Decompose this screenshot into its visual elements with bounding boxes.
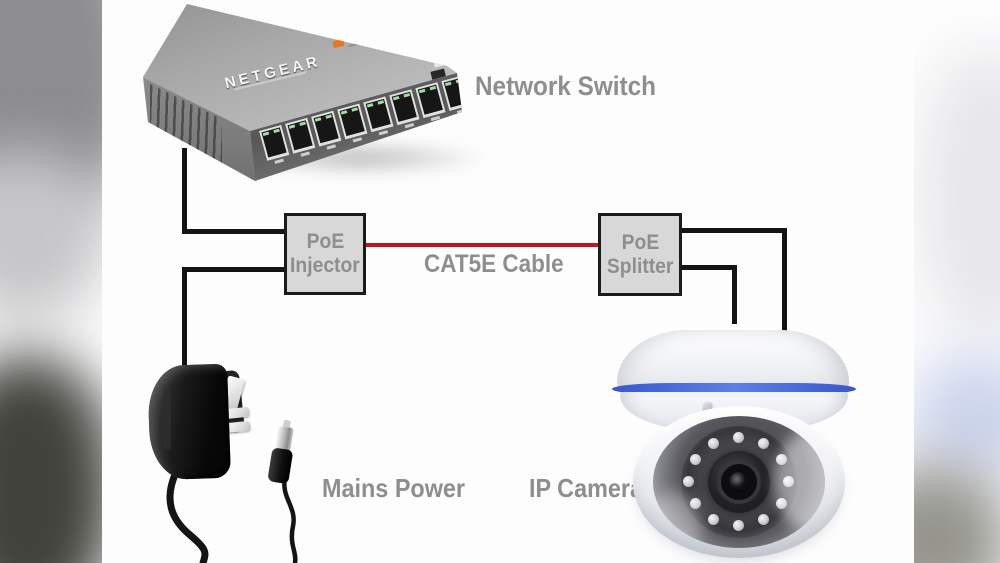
glass-reflection-right xyxy=(775,432,825,530)
blur-blob xyxy=(920,50,1000,340)
camera-lens-pupil xyxy=(729,472,749,492)
blurred-edge-right xyxy=(914,0,1000,563)
poe-injector-box: PoE Injector xyxy=(284,213,366,295)
cable-splitter-to-camera-horizontal-1 xyxy=(672,228,787,233)
cable-switch-to-injector-vertical xyxy=(182,148,187,234)
cable-switch-to-injector-horizontal xyxy=(182,229,292,234)
dc-connector-body xyxy=(267,447,294,485)
ir-led xyxy=(708,514,719,525)
cat5e-cable-label: CAT5E Cable xyxy=(424,250,564,278)
ir-led xyxy=(683,476,694,487)
ir-led xyxy=(708,438,719,449)
dc-cable xyxy=(282,475,298,563)
poe-splitter-label-line2: Splitter xyxy=(606,254,674,278)
network-switch-device: NETGEAR xyxy=(105,0,490,205)
ir-led xyxy=(758,438,769,449)
camera-dome-glass xyxy=(653,416,825,548)
plug-body xyxy=(147,363,231,481)
glass-reflection-left xyxy=(653,492,703,548)
poe-injector-label-line1: PoE xyxy=(306,230,344,254)
plug-ridge xyxy=(163,390,171,450)
plug-cable xyxy=(166,464,209,563)
poe-splitter-label-line1: PoE xyxy=(621,230,659,254)
cat5e-cable-red xyxy=(355,243,603,247)
ir-led xyxy=(690,454,701,465)
poe-splitter-box: PoE Splitter xyxy=(598,213,682,296)
blur-blob xyxy=(914,355,1000,480)
blur-blob xyxy=(0,150,102,320)
poe-injector-label-line2: Injector xyxy=(290,254,360,277)
ip-camera-label: IP Camera xyxy=(529,473,644,503)
mains-power-label: Mains Power xyxy=(322,473,466,503)
ir-led xyxy=(758,514,769,525)
ir-led xyxy=(733,520,744,531)
ir-led xyxy=(733,432,744,443)
camera-top-cap xyxy=(617,330,849,392)
cable-splitter-to-camera-vertical-1 xyxy=(782,228,787,334)
blur-blob xyxy=(0,355,102,563)
blurred-edge-left xyxy=(0,0,102,563)
cable-splitter-to-camera-vertical-2 xyxy=(732,265,737,324)
blur-blob xyxy=(914,465,1000,563)
cable-injector-to-power-horizontal xyxy=(182,267,292,272)
ir-led xyxy=(690,498,701,509)
network-switch-label: Network Switch xyxy=(475,71,656,101)
ip-camera-device xyxy=(600,320,880,563)
cable-splitter-to-camera-horizontal-2 xyxy=(672,265,737,270)
cable-injector-to-power-vertical xyxy=(182,267,187,374)
